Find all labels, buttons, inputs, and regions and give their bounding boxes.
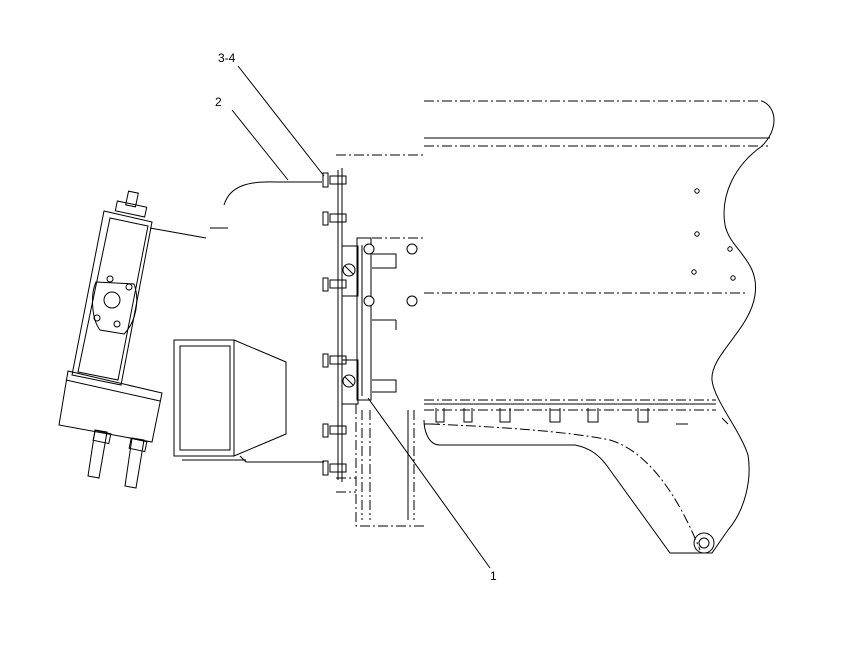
bracket-assembly [341,237,424,527]
hydraulic-pump [58,190,228,489]
callout-label-3-4: 3-4 [218,51,236,65]
callout-label-2: 2 [215,95,222,109]
plate-studs [322,172,347,476]
coupling-housing [173,339,324,463]
engine-frame-outline [336,100,775,554]
hose-line [223,181,322,206]
callout-label-1: 1 [490,569,497,583]
callout-leaders [231,65,491,569]
mounting-plate [322,168,356,493]
